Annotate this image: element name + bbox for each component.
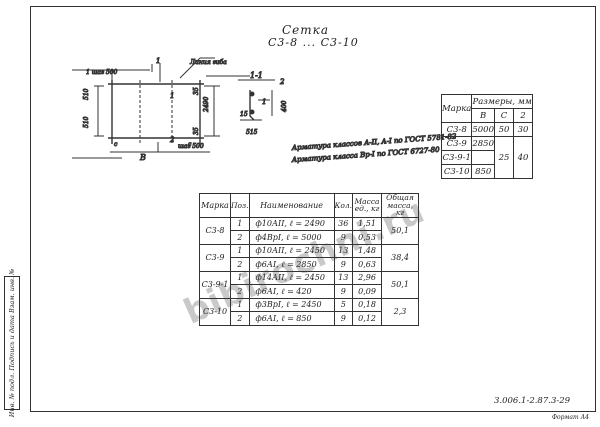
spec-name: ф3ВрI, ℓ = 2450 [248,297,335,312]
spec-total-mass: 38,4 [381,243,420,272]
spec-pos: 1 [230,243,250,258]
spec-name: ф6АI, ℓ = 850 [248,311,335,326]
side-stamp-text: Инв. № подл. Подпись и дата Взам. инв. № [8,268,16,418]
table-row: С3-9-1 1 ф14АII, ℓ = 2450 13 2,96 50,1 [199,270,420,299]
table-row: С3-10 1 ф3ВрI, ℓ = 2450 5 0,18 2,3 [199,297,420,326]
spec-unit-mass: 0,09 [352,284,383,299]
sizes-row-mark: С3-8 [440,122,473,137]
spec-qty: 5 [333,297,354,312]
spec-qty: 9 [333,257,354,272]
spec-pos: 1 [230,216,250,231]
spec-unit-mass: 0,63 [352,257,383,272]
spec-mark: С3-8 [199,216,231,245]
sizes-row-b: 2850 [471,136,495,151]
section-dim-515: 515 [246,129,258,136]
spec-name: ф6АI, ℓ = 2850 [248,257,335,272]
spec-header-pos: Поз. [230,193,250,218]
sizes-subheader-z: 2 [513,108,533,123]
spec-unit-mass: 0,12 [352,311,383,326]
sizes-row-z: 40 [513,136,533,179]
sizes-row-mark: С3-10 [440,164,473,179]
plan-dim-left-bottom: 510 [83,116,90,128]
plan-dim-c1: с [114,141,118,148]
table-row: 2 ф6АI, ℓ = 420 9 0,09 [200,284,419,299]
sizes-header-sizes: Размеры, мм [471,94,533,109]
sizes-subheader-c: С [494,108,514,123]
drawing-subtitle: С3-8 ... С3-10 [268,36,359,49]
table-row: 2 ф6АI, ℓ = 850 9 0,12 [200,311,419,326]
spec-qty: 13 [333,270,354,285]
sizes-row-z: 30 [513,122,533,137]
table-row: С3-8 1 ф10АII, ℓ = 2490 36 1,51 50,1 [199,216,420,245]
plan-pos-1: 1 [170,92,174,100]
plan-dim-c2: с [188,141,192,148]
plan-pos-2: 2 [169,136,175,144]
spec-pos: 1 [230,270,250,285]
section-dim-15: 15 [240,111,248,118]
spec-pos: 2 [230,230,250,245]
section-title: 1-1 [250,71,263,80]
drawing-title: Сетка [282,23,329,37]
sizes-row-c: 25 [494,136,514,179]
spec-unit-mass: 0,18 [352,297,383,312]
sizes-subheader-b: В [471,108,495,123]
sizes-row-b: 5000 [471,122,495,137]
spec-qty: 9 [333,311,354,326]
sizes-row-mark: С3-9-1 [440,150,473,165]
plan-dim-left-top: 510 [83,88,90,100]
sizes-row-c: 50 [494,122,514,137]
spec-total-mass: 2,3 [381,297,420,326]
spec-unit-mass: 2,96 [352,270,383,285]
sizes-row-b: 850 [471,164,495,179]
side-stamp: Инв. № подл. Подпись и дата Взам. инв. № [4,269,20,417]
sheet-format: Формат А4 [552,414,589,421]
spec-name: ф14АII, ℓ = 2450 [248,270,335,285]
sizes-row-b [471,150,495,165]
spec-mark: С3-9 [199,243,231,272]
spec-qty: 9 [333,284,354,299]
spec-mark: С3-9-1 [199,270,231,299]
sizes-table: Марка Размеры, мм В С 2 С3-8 5000 50 30 … [440,94,533,179]
drawing-frame [30,6,596,412]
plan-section-mark: 1 [156,57,160,65]
spec-header-total-mass: Общая масса, кг [381,193,420,218]
spec-header-mark: Марка [199,193,231,218]
plan-bend-line-label: Линия гиба [189,59,227,66]
plan-dim-right-2: 2490 [203,97,210,113]
plan-dim-b: В [139,153,146,162]
spec-name: ф10АII, ℓ = 2490 [248,216,335,231]
section-1-1-view [238,79,275,121]
spec-mark: С3-10 [199,297,231,326]
table-row: С3-9 1 ф10АII, ℓ = 2450 13 1,48 38,4 [199,243,420,272]
spec-total-mass: 50,1 [381,270,420,299]
spec-total-mass: 50,1 [381,216,420,245]
spec-unit-mass: 0,53 [352,230,383,245]
plan-dim-right-1: 35 [193,87,200,95]
document-number: 3.006.1-2.87.3-29 [494,396,571,406]
spec-header-qty: Кол. [333,193,354,218]
section-dim-400: 400 [281,100,288,113]
spec-qty: 13 [333,243,354,258]
sizes-row-mark: С3-9 [440,136,473,151]
section-pos-2: 2 [279,78,285,86]
specification-table: Марка Поз. Наименование Кол. Масса ед., … [199,193,420,326]
sizes-header-mark: Марка [440,94,473,123]
plan-step-bottom-label: шаг 500 [178,143,204,150]
section-pos-1: 1 [262,98,266,106]
table-row: 2 ф6АI, ℓ = 2850 9 0,63 [200,257,419,272]
plan-dim-right-3: 35 [193,127,200,135]
spec-header-name: Наименование [248,193,335,218]
mesh-plan-view [72,57,250,159]
plan-step-top-label: 1 шаг 500 [86,69,118,76]
